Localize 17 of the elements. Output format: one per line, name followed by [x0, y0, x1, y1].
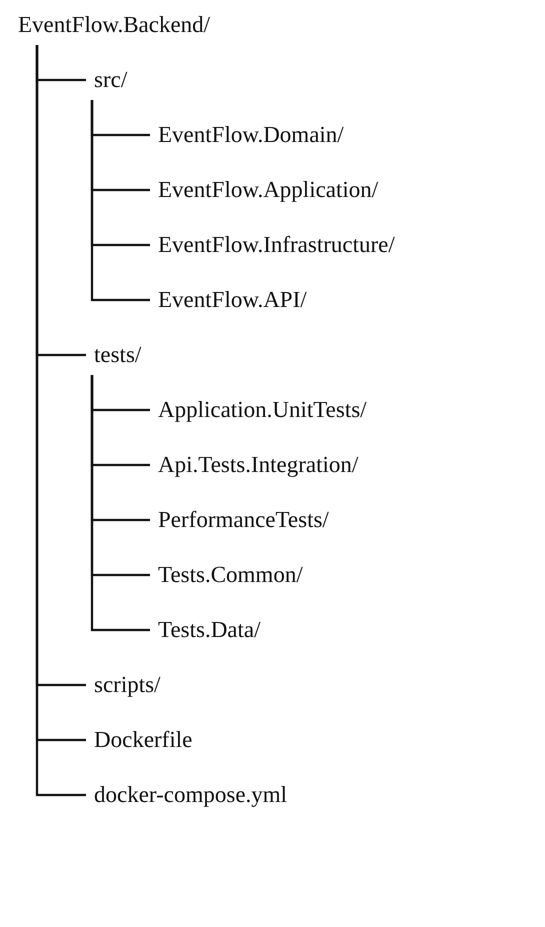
tree-item-label: src/: [86, 60, 132, 100]
tree-item-label: Tests.Common/: [150, 555, 307, 595]
tree-item-label: EventFlow.Infrastructure/: [150, 225, 399, 265]
tree-item-label: docker-compose.yml: [86, 775, 292, 815]
tree-connector: [90, 375, 150, 632]
tree-item-label: EventFlow.API/: [150, 280, 311, 320]
tree-item-label: scripts/: [86, 665, 164, 705]
tree-connector: [90, 100, 150, 302]
root-folder-label: EventFlow.Backend/: [10, 5, 214, 45]
tree-item-label: PerformanceTests/: [150, 500, 333, 540]
tree-item-label: Api.Tests.Integration/: [150, 445, 362, 485]
tree-item-label: EventFlow.Domain/: [150, 115, 348, 155]
tree-item-label: Application.UnitTests/: [150, 390, 371, 430]
tree-item-label: EventFlow.Application/: [150, 170, 382, 210]
tree-item-label: Tests.Data/: [150, 610, 265, 650]
tree-item-label: tests/: [86, 335, 146, 375]
tree-item-label: Dockerfile: [86, 720, 196, 760]
